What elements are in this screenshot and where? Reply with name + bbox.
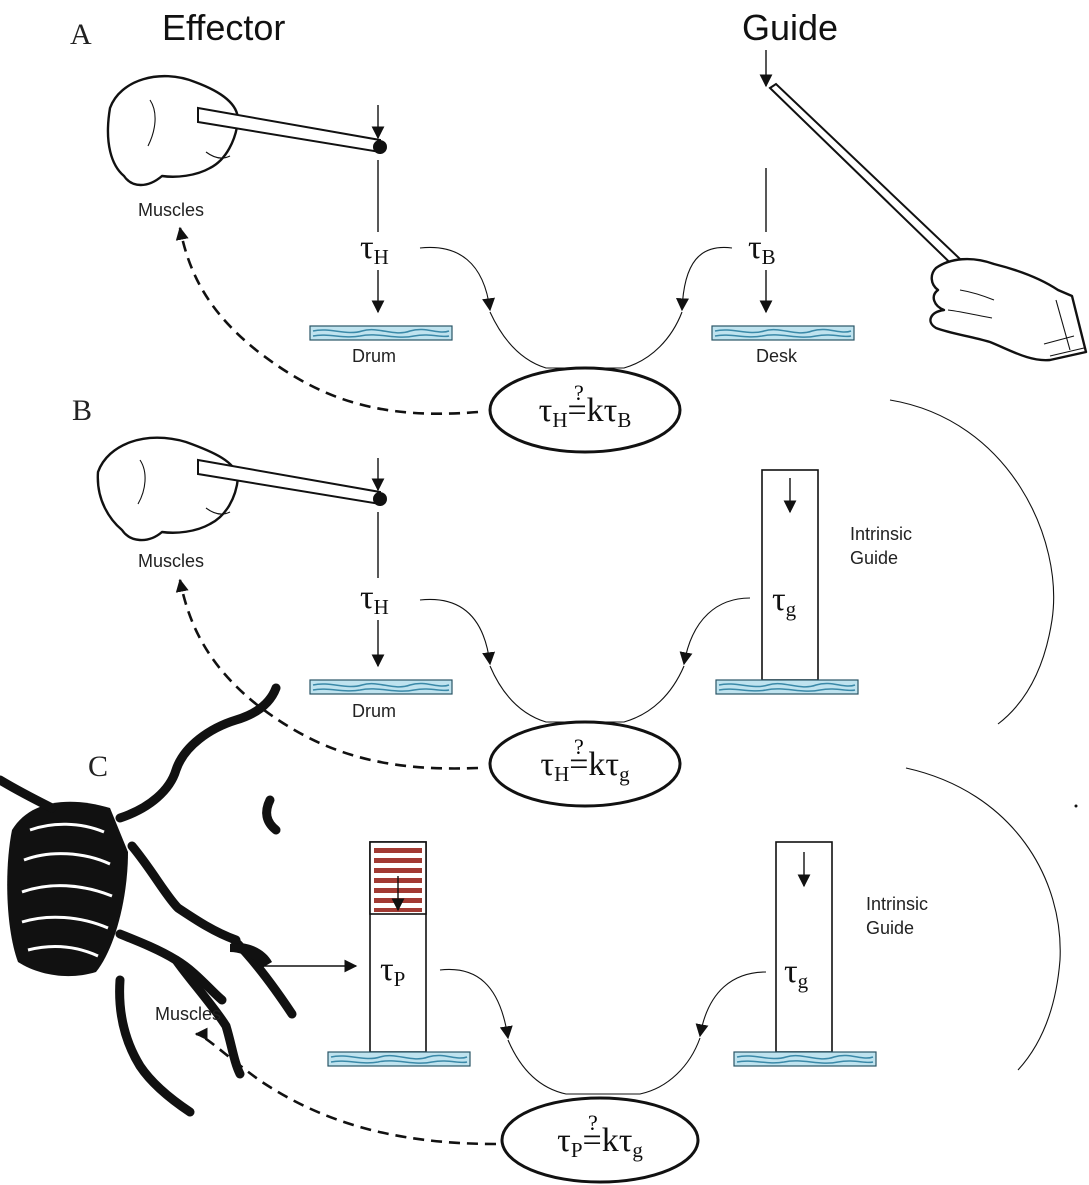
panel-b-equation-ellipse [488, 720, 682, 808]
panel-c: C Muscles [0, 683, 1078, 1184]
panel-c-muscles-label: Muscles [155, 1004, 221, 1024]
panel-b-tau-g: τg [772, 581, 797, 621]
panel-c-letter: C [88, 750, 108, 783]
panel-b-tau-h: τH [360, 579, 389, 619]
panel-b-letter: B [72, 394, 92, 427]
creature-talon-icon [0, 683, 297, 1117]
panel-a-letter: A [70, 18, 92, 51]
hand-with-drumstick-icon [106, 74, 387, 187]
panel-a-muscles-label: Muscles [138, 200, 204, 220]
panel-b-question-mark: ? [574, 734, 584, 759]
panel-a-equation-ellipse [488, 366, 682, 454]
drum-surface-b [309, 679, 453, 695]
panel-c-tau-g: τg [784, 953, 809, 993]
intrinsic-guide-column-b [715, 469, 859, 695]
perception-column-c [327, 841, 471, 1067]
panel-c-guide-label: Guide [866, 918, 914, 938]
panel-b-equation: τH=kτg [540, 746, 630, 786]
panel-a-equation: τH=kτB [539, 392, 632, 432]
pointing-hand-guide-icon [759, 50, 1088, 362]
panel-a: A Muscles τH Drum τB [70, 18, 1088, 454]
panel-b: B Muscles τH Drum τg Int [72, 394, 1055, 808]
panel-c-question-mark: ? [588, 1110, 598, 1135]
panel-c-equation: τP=kτg [557, 1122, 643, 1162]
panel-b-guide-label: Guide [850, 548, 898, 568]
desk-label-a: Desk [756, 346, 798, 366]
panel-b-intrinsic-label: Intrinsic [850, 524, 912, 544]
panel-c-intrinsic-label: Intrinsic [866, 894, 928, 914]
drum-label-a: Drum [352, 346, 396, 366]
drum-label-b: Drum [352, 701, 396, 721]
drum-surface-a [309, 325, 453, 341]
desk-surface-a [711, 325, 855, 341]
hand-with-drumstick-icon-b [96, 436, 387, 542]
panel-c-equation-ellipse [500, 1096, 700, 1184]
effector-heading: Effector [162, 7, 285, 48]
panel-c-tau-p: τP [380, 951, 405, 991]
intrinsic-guide-column-c [733, 841, 877, 1067]
panel-a-tau-b: τB [748, 229, 776, 269]
panel-a-question-mark: ? [574, 380, 584, 405]
panel-a-tau-h: τH [360, 229, 389, 269]
panel-b-muscles-label: Muscles [138, 551, 204, 571]
guide-heading: Guide [742, 7, 838, 48]
